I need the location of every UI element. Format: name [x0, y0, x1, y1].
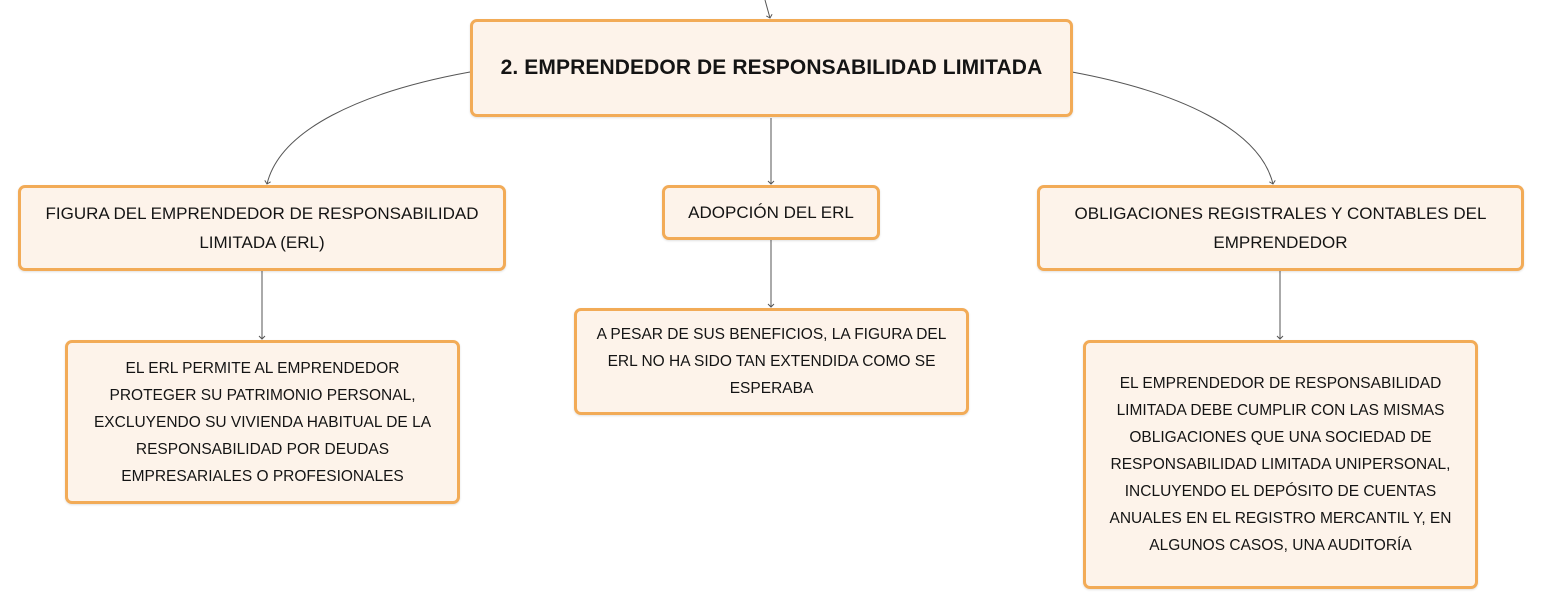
connector-root-to-figura — [264, 71, 471, 185]
node-obligaciones-detail-label: EL EMPRENDEDOR DE RESPONSABILIDAD LIMITA… — [1109, 375, 1452, 554]
node-adopcion-detail[interactable]: A PESAR DE SUS BENEFICIOS, LA FIGURA DEL… — [574, 308, 969, 415]
node-obligaciones[interactable]: OBLIGACIONES REGISTRALES Y CONTABLES DEL… — [1037, 185, 1524, 271]
connector-root-to-obligaciones — [1071, 71, 1276, 185]
node-obligaciones-detail[interactable]: EL EMPRENDEDOR DE RESPONSABILIDAD LIMITA… — [1083, 340, 1478, 589]
node-adopcion-label: ADOPCIÓN DEL ERL — [688, 203, 854, 222]
root-node-erl[interactable]: 2. EMPRENDEDOR DE RESPONSABILIDAD LIMITA… — [470, 19, 1073, 117]
node-figura-label: FIGURA DEL EMPRENDEDOR DE RESPONSABILIDA… — [45, 204, 479, 252]
node-figura-detail-label: EL ERL PERMITE AL EMPRENDEDOR PROTEGER S… — [93, 359, 432, 485]
root-node-label: 2. EMPRENDEDOR DE RESPONSABILIDAD LIMITA… — [500, 56, 1043, 79]
node-figura-erl[interactable]: FIGURA DEL EMPRENDEDOR DE RESPONSABILIDA… — [18, 185, 506, 271]
node-figura-detail[interactable]: EL ERL PERMITE AL EMPRENDEDOR PROTEGER S… — [65, 340, 460, 504]
node-obligaciones-label: OBLIGACIONES REGISTRALES Y CONTABLES DEL… — [1074, 204, 1487, 252]
connector-incoming-to-root — [764, 0, 773, 19]
node-adopcion-detail-label: A PESAR DE SUS BENEFICIOS, LA FIGURA DEL… — [596, 326, 947, 397]
node-adopcion-erl[interactable]: ADOPCIÓN DEL ERL — [662, 185, 880, 240]
